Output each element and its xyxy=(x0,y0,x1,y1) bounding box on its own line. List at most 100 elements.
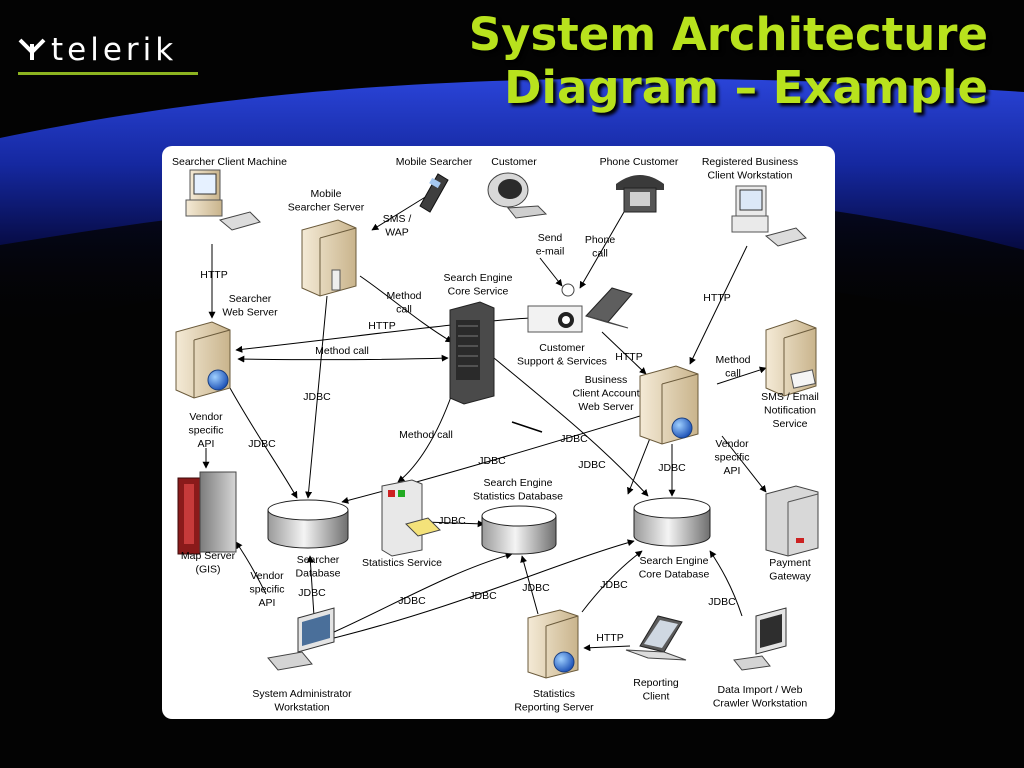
edge-label-jdbc-core-stats: JDBC xyxy=(478,455,506,467)
label-sms-email-line: Service xyxy=(772,418,807,430)
edge-label-method-call-stats: Method call xyxy=(399,429,453,441)
label-sms-email-line: Notification xyxy=(764,405,816,417)
edge-label-jdbc-reporting-stats: JDBC xyxy=(522,582,550,594)
edge-label-http-core-line: HTTP xyxy=(368,320,395,332)
payment-gateway-icon xyxy=(765,485,819,557)
label-customer-line: Customer xyxy=(491,156,537,168)
edge-label-sms-wap-line: SMS / xyxy=(383,213,412,225)
edge-label-phone-call-line: Phone xyxy=(585,234,616,246)
mobile-searcher-icon xyxy=(419,173,449,213)
label-searcher-database-line: Database xyxy=(296,568,341,580)
diagram-panel: Searcher Client Machine Mobile Searcher … xyxy=(162,146,835,719)
edge-label-jdbc-mobile: JDBC xyxy=(303,391,331,403)
edge-label-jdbc-support-line: JDBC xyxy=(560,433,588,445)
label-customer-support-line: Support & Services xyxy=(517,356,607,368)
logo-underline xyxy=(18,72,198,75)
edge-label-vendor-api-web-line: specific xyxy=(188,425,223,437)
edge-business-sms xyxy=(716,366,767,385)
title-line-2: Diagram – Example xyxy=(504,61,988,114)
edge-label-http-searcher-line: HTTP xyxy=(200,269,227,281)
label-sysadmin-line: Workstation xyxy=(274,702,329,714)
edge-label-vendor-api-map-line: Vendor xyxy=(250,570,284,582)
label-business-client-server-line: Web Server xyxy=(578,401,634,413)
sms-email-server-icon xyxy=(765,319,817,397)
label-data-import-line: Data Import / Web xyxy=(717,684,802,696)
edge-label-method-call-mobile-line: Method xyxy=(386,290,421,302)
label-stats-reporting-line: Reporting Server xyxy=(514,702,594,714)
label-search-engine-core-line: Search Engine xyxy=(444,272,513,284)
edge-label-http-reporting-line: HTTP xyxy=(596,632,623,644)
label-statistics-database-line: Search Engine xyxy=(484,477,553,489)
label-data-import-line: Crawler Workstation xyxy=(713,698,807,710)
label-registered-business-line: Registered Business xyxy=(702,156,798,168)
edge-label-vendor-api-business-line: API xyxy=(724,465,741,477)
label-core-database-line: Search Engine xyxy=(640,555,709,567)
edge-label-jdbc-import: JDBC xyxy=(708,596,736,608)
edge-label-sms-wap-line: WAP xyxy=(385,227,409,239)
edge-label-http-reporting: HTTP xyxy=(596,632,623,644)
edge-business-vendor-payment xyxy=(721,435,767,493)
label-customer-support-line: Customer xyxy=(539,342,585,354)
label-registered-business-line: Client Workstation xyxy=(707,170,792,182)
edge-stray-mark xyxy=(511,421,543,433)
edge-support-http-business xyxy=(601,331,647,375)
edge-label-vendor-api-map-line: specific xyxy=(249,584,284,596)
business-client-server-icon xyxy=(639,365,699,445)
label-map-server-line: (GIS) xyxy=(195,564,220,576)
edge-label-method-call-sms-line: Method xyxy=(715,354,750,366)
edge-label-http-support: HTTP xyxy=(615,351,642,363)
edge-reporting-client-http xyxy=(583,644,631,652)
label-statistics-service-line: Statistics Service xyxy=(362,557,442,569)
search-engine-core-icon xyxy=(449,301,495,405)
label-customer: Customer xyxy=(491,156,537,168)
statistics-reporting-server-icon xyxy=(527,609,579,679)
label-map-server-line: Map Server xyxy=(181,550,236,562)
edge-label-phone-call: Phone call xyxy=(585,234,616,260)
edge-label-method-call-stats-line: Method call xyxy=(399,429,453,441)
searcher-database-icon xyxy=(267,499,349,549)
page-title: System Architecture Diagram – Example xyxy=(428,8,988,114)
label-statistics-service: Statistics Service xyxy=(362,557,442,569)
label-searcher-web-server-line: Web Server xyxy=(222,307,278,319)
edge-label-jdbc-admin-b-line: JDBC xyxy=(469,590,497,602)
reporting-client-icon xyxy=(625,615,687,661)
edge-label-method-call-web: Method call xyxy=(315,345,369,357)
edge-label-vendor-api-map-line: API xyxy=(259,597,276,609)
edge-label-jdbc-stats-service: JDBC xyxy=(438,515,466,527)
edge-reporting-jdbc-stats xyxy=(520,555,539,615)
edge-label-vendor-api-business-line: Vendor xyxy=(715,438,749,450)
edge-label-jdbc-admin-searcher: JDBC xyxy=(298,587,326,599)
label-phone-customer-line: Phone Customer xyxy=(600,156,679,168)
label-reporting-client-line: Reporting xyxy=(633,677,679,689)
node-labels: Searcher Client Machine Mobile Searcher … xyxy=(172,156,819,714)
edge-label-jdbc-admin-searcher-line: JDBC xyxy=(298,587,326,599)
registered-business-workstation-icon xyxy=(731,185,807,247)
edge-label-jdbc-web-line: JDBC xyxy=(248,438,276,450)
edge-label-phone-call-line: call xyxy=(592,248,608,260)
label-sms-email-line: SMS / Email xyxy=(761,391,819,403)
label-mobile-searcher-line: Mobile Searcher xyxy=(396,156,473,168)
edge-label-http-core: HTTP xyxy=(368,320,395,332)
label-mobile-searcher-server-line: Mobile xyxy=(311,188,342,200)
edge-label-vendor-api-web-line: Vendor xyxy=(189,411,223,423)
searcher-web-server-icon xyxy=(175,321,231,399)
label-core-database-line: Core Database xyxy=(639,569,710,581)
edge-label-jdbc-mobile-line: JDBC xyxy=(303,391,331,403)
map-server-icon xyxy=(177,471,237,555)
edge-label-jdbc-core-stats-line: JDBC xyxy=(478,455,506,467)
edge-label-jdbc-business-b: JDBC xyxy=(658,462,686,474)
edge-label-vendor-api-business-line: specific xyxy=(714,452,749,464)
